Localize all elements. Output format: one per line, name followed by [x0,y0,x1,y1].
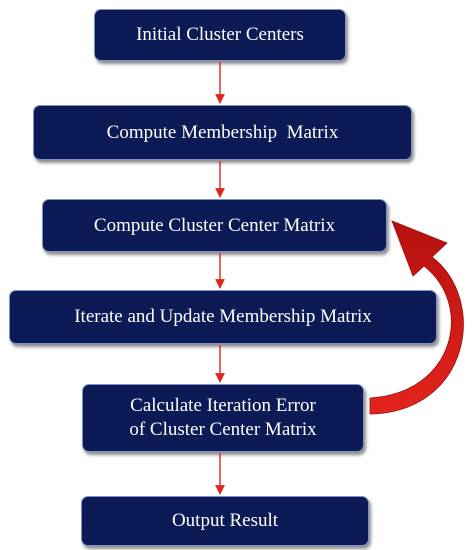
compute-membership-matrix-box: Compute Membership Matrix [33,105,412,160]
iterate-update-membership-box: Iterate and Update Membership Matrix [9,290,437,344]
calculate-iteration-error-label: Calculate Iteration Error of Cluster Cen… [129,395,317,440]
calculate-iteration-error-box: Calculate Iteration Error of Cluster Cen… [82,384,364,452]
initial-cluster-centers-box: Initial Cluster Centers [94,9,346,61]
output-result-box: Output Result [81,496,369,546]
initial-cluster-centers-label: Initial Cluster Centers [136,24,304,45]
output-result-label: Output Result [171,510,279,531]
iterate-update-membership-label: Iterate and Update Membership Matrix [74,306,372,327]
compute-membership-matrix-label: Compute Membership Matrix [106,121,339,143]
compute-cluster-center-matrix-box: Compute Cluster Center Matrix [42,199,387,252]
compute-cluster-center-matrix-label: Compute Cluster Center Matrix [93,214,336,236]
